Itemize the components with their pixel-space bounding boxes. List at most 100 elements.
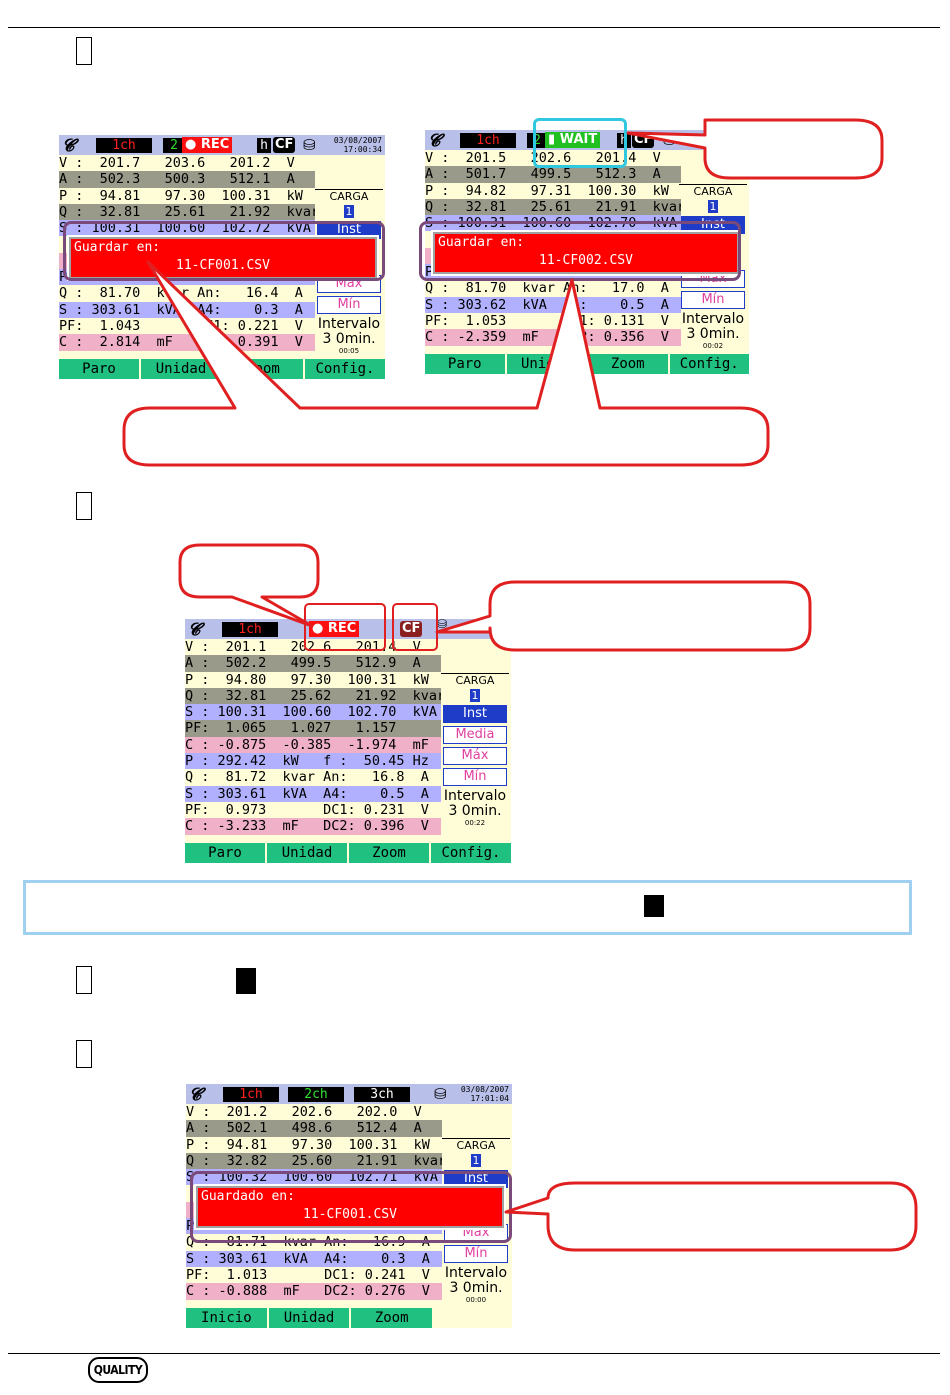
cf-card-indicator: CF: [273, 137, 296, 153]
row-s-total: S : 303.61 kVA A4: 0.3 A: [59, 301, 315, 318]
row-q: Q : 32.81 25.61 21.92 kvar: [59, 203, 315, 221]
softkey-paro[interactable]: Paro: [185, 843, 265, 863]
softkey-bar: Paro Unidad Zoom Config.: [59, 359, 385, 379]
step-marker-2: [76, 492, 92, 520]
cf-highlight-ring: [392, 603, 438, 651]
row-a: A : 501.7 499.5 512.3 A: [425, 166, 681, 183]
printer-icon: ⛁: [303, 136, 316, 154]
wait-highlight-ring: [533, 118, 627, 168]
interval-label: Intervalo: [443, 788, 507, 804]
softkey-config[interactable]: Config.: [431, 843, 511, 863]
interval-label: Intervalo: [681, 311, 745, 327]
step-marker-3: [76, 966, 92, 994]
row-p-total: P : 292.42 kW f : 50.45 Hz: [185, 753, 441, 770]
max-button[interactable]: Máx: [443, 747, 507, 765]
popup-filename: 11-CF001.CSV: [303, 1207, 397, 1222]
softkey-unidad[interactable]: Unidad: [267, 843, 347, 863]
min-button[interactable]: Mín: [317, 296, 381, 314]
softkey-zoom[interactable]: Zoom: [349, 843, 429, 863]
carga-number: 1: [708, 200, 718, 213]
interval-value: 3 0min.: [449, 1280, 503, 1296]
popup-title: Guardar en:: [438, 235, 525, 250]
min-button[interactable]: Mín: [443, 768, 507, 786]
side-panel: CARGA 1 Inst Máx Mín Intervalo 3 0min. 0…: [442, 1134, 510, 1304]
printer-icon: ⛁: [434, 1085, 447, 1103]
row-q: Q : 32.81 25.62 21.92 kvar: [185, 687, 441, 705]
media-button[interactable]: Media: [443, 726, 507, 744]
min-button[interactable]: Mín: [444, 1245, 508, 1263]
carga-number: 1: [344, 205, 354, 218]
printer-icon: ⛁: [663, 131, 676, 149]
channel-1-tab[interactable]: 1ch: [223, 1087, 279, 1102]
row-v: V : 201.1 202.6 201.4 V: [185, 639, 441, 656]
row-q-total: Q : 81.70 kvar An: 16.4 A: [59, 285, 315, 302]
rec-indicator: ● REC: [309, 621, 360, 637]
softkey-zoom[interactable]: Zoom: [588, 354, 668, 374]
row-s: S : 100.31 100.60 102.70 kVA: [185, 704, 441, 721]
inst-button[interactable]: Inst: [443, 705, 507, 723]
brand-logo-icon: 𝓒: [189, 1085, 202, 1105]
bottom-rule: [8, 1353, 940, 1354]
softkey-unidad[interactable]: Unidad: [506, 354, 586, 374]
channel-2-tab[interactable]: 2ch: [288, 1087, 344, 1102]
row-p: P : 94.82 97.31 100.30 kW: [425, 182, 681, 199]
row-pf: PF: 1.065 1.027 1.157: [185, 720, 441, 737]
softkey-paro[interactable]: Paro: [425, 354, 505, 374]
interval-label: Intervalo: [444, 1265, 508, 1281]
row-p: P : 94.81 97.30 100.31 kW: [186, 1136, 442, 1153]
highlight-ring-a: [63, 221, 385, 281]
row-a: A : 502.2 499.5 512.9 A: [185, 655, 441, 672]
min-button[interactable]: Mín: [681, 291, 745, 309]
carga-number: 1: [470, 689, 480, 702]
channel-2-tab[interactable]: 2: [163, 138, 185, 153]
elapsed-time: 00:02: [702, 342, 724, 350]
softkey-config[interactable]: Config.: [669, 354, 749, 374]
softkey-unidad[interactable]: Unidad: [141, 359, 221, 379]
elapsed-time: 00:22: [464, 819, 486, 827]
row-s-total: S : 303.61 kVA A4: 0.5 A: [185, 785, 441, 802]
softkey-bar: Paro Unidad Zoom Config.: [185, 843, 511, 863]
callout-saved-bubble: [504, 1181, 918, 1252]
row-s: S : 100.31 100.60 102.72 kVA: [59, 220, 315, 237]
softkey-zoom[interactable]: Zoom: [223, 359, 303, 379]
softkey-unidad[interactable]: Unidad: [268, 1308, 350, 1328]
row-pf-total: PF: 1.013 DC1: 0.241 V: [186, 1266, 442, 1284]
note-box: [23, 880, 912, 935]
row-pf-total: PF: 0.973 DC1: 0.231 V: [185, 801, 441, 819]
measurement-rows: V : 201.1 202.6 201.4 V A : 502.2 499.5 …: [185, 639, 441, 835]
row-q-total: Q : 81.72 kvar An: 16.8 A: [185, 769, 441, 786]
carga-number: 1: [471, 1154, 481, 1167]
callout-rec-bubble: [178, 543, 320, 628]
elapsed-time: 00:00: [465, 1296, 487, 1304]
carga-label: CARGA: [679, 184, 747, 198]
brand-logo-icon: 𝓒: [428, 131, 441, 151]
row-s-total: S : 303.62 kVA A4: 0.5 A: [425, 296, 681, 313]
screen-c: 𝓒 1ch ● REC CF ⛁ V : 201.1 202.6 201.4 V…: [185, 619, 511, 863]
row-c-total: C : -2.359 mF DC2: 0.356 V: [425, 329, 681, 346]
channel-3-tab[interactable]: 3ch: [354, 1087, 410, 1102]
softkey-config[interactable]: Config.: [305, 359, 385, 379]
softkey-zoom[interactable]: Zoom: [351, 1308, 433, 1328]
key-square-icon: [236, 968, 256, 994]
interval-value: 3 0min.: [448, 803, 502, 819]
brand-logo-icon: 𝓒: [188, 620, 201, 640]
channel-2-tab[interactable]: 2: [527, 133, 547, 148]
softkey-inicio[interactable]: Inicio: [186, 1308, 267, 1328]
channel-3-tab[interactable]: h: [257, 138, 271, 153]
rec-highlight-ring: [304, 603, 386, 651]
brand-logo-icon: 𝓒: [62, 136, 75, 156]
row-pf-total: PF: 1.053 DC1: 0.131 V: [425, 312, 681, 330]
row-v: V : 201.7 203.6 201.2 V: [59, 155, 315, 172]
channel-1-tab[interactable]: 1ch: [222, 622, 278, 637]
softkey-paro[interactable]: Paro: [59, 359, 139, 379]
channel-1-tab[interactable]: 1ch: [96, 138, 152, 153]
row-q: Q : 32.82 25.60 21.91 kvar: [186, 1152, 442, 1170]
top-rule: [8, 27, 940, 28]
channel-1-tab[interactable]: 1ch: [460, 133, 516, 148]
cf-card-indicator: CF: [632, 132, 655, 148]
row-a: A : 502.3 500.3 512.1 A: [59, 171, 315, 188]
carga-label: CARGA: [441, 673, 509, 687]
